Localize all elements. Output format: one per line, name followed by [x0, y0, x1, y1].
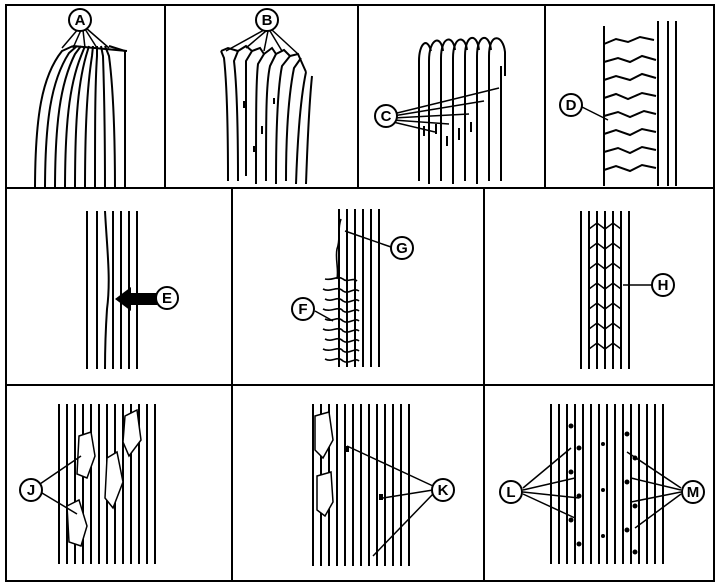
fiber-scales-d [579, 21, 677, 186]
panel-fg: G F [231, 187, 485, 386]
panel-h: H [483, 187, 715, 386]
panel-e: E [5, 187, 233, 386]
callout-f: F [291, 297, 315, 321]
fiber-damaged-k [312, 404, 434, 566]
fiber-strands-a [34, 27, 128, 187]
callout-a: A [68, 8, 92, 32]
panel-d: D [544, 4, 715, 189]
panel-a: A [5, 4, 166, 189]
callout-g: G [390, 236, 414, 260]
callout-l: L [499, 480, 523, 504]
fiber-pitted-lm [522, 404, 682, 564]
callout-c: C [374, 104, 398, 128]
fiber-damaged-j [36, 404, 156, 564]
fiber-strands-b [220, 29, 313, 185]
panel-c: C [357, 4, 546, 189]
callout-k: K [431, 478, 455, 502]
fiber-strands-c [392, 37, 506, 184]
panel-lm: L M [483, 384, 715, 582]
panel-b: B [164, 4, 359, 189]
callout-d: D [559, 93, 583, 117]
callout-h: H [651, 273, 675, 297]
callout-e: E [155, 286, 179, 310]
callout-b: B [255, 8, 279, 32]
panel-j: J [5, 384, 233, 582]
panel-k: K [231, 384, 485, 582]
callout-m: M [681, 480, 705, 504]
callout-j: J [19, 478, 43, 502]
fiber-scaled-h [580, 211, 653, 369]
fiber-shaft-e [86, 210, 157, 370]
fiber-frayed-fg [314, 209, 392, 367]
